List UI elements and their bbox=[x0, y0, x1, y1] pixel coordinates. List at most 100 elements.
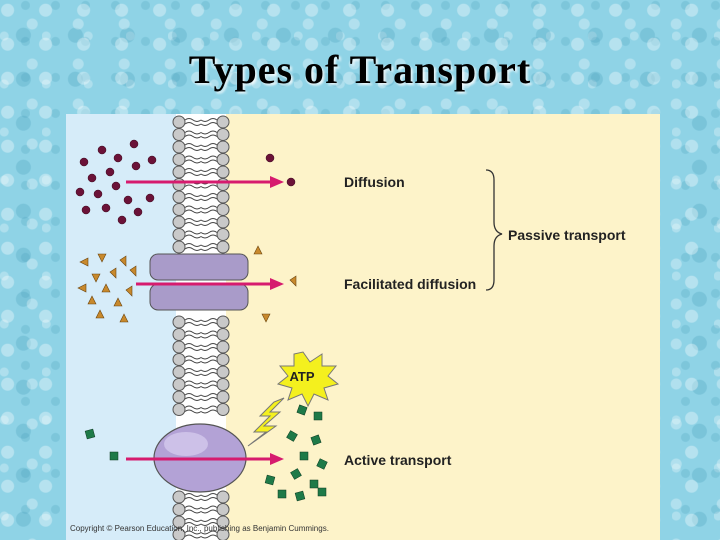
phospholipid-tail bbox=[200, 193, 218, 197]
phospholipid-head bbox=[216, 115, 230, 129]
phospholipid-head bbox=[216, 215, 230, 229]
phospholipid-head bbox=[172, 140, 186, 154]
phospholipid-tail bbox=[200, 184, 218, 189]
phospholipid-tail bbox=[200, 355, 218, 360]
phospholipid-head bbox=[172, 315, 186, 329]
phospholipid-head bbox=[216, 190, 230, 204]
phospholipid-tail bbox=[184, 134, 202, 139]
phospholipid-head bbox=[216, 128, 230, 141]
phospholipid-tail bbox=[200, 122, 218, 126]
phospholipid-tail bbox=[184, 143, 202, 147]
phospholipid-tail bbox=[184, 493, 202, 497]
phospholipid-tail bbox=[200, 368, 218, 372]
phospholipid-tail bbox=[184, 397, 202, 401]
phospholipid-tail bbox=[200, 509, 218, 514]
atp-label: ATP bbox=[289, 369, 314, 384]
phospholipid-tail bbox=[200, 409, 218, 414]
phospholipid-head bbox=[216, 390, 230, 404]
phospholipid-tail bbox=[184, 355, 202, 360]
phospholipid-tail bbox=[184, 393, 202, 397]
phospholipid-tail bbox=[184, 122, 202, 126]
phospholipid-head bbox=[172, 203, 186, 216]
phospholipid-tail bbox=[184, 372, 202, 376]
phospholipid-tail bbox=[184, 234, 202, 239]
phospholipid-head bbox=[172, 403, 186, 416]
channel-protein bbox=[149, 253, 249, 311]
phospholipid-tail bbox=[184, 168, 202, 172]
phospholipid-tail bbox=[200, 530, 218, 535]
phospholipid-tail bbox=[200, 334, 218, 339]
phospholipid-tail bbox=[200, 359, 218, 364]
passive-transport-label: Passive transport bbox=[508, 227, 626, 243]
phospholipid-head bbox=[216, 165, 230, 179]
phospholipid-tail bbox=[184, 534, 202, 539]
phospholipid-head bbox=[172, 340, 186, 354]
phospholipid-tail bbox=[200, 322, 218, 326]
phospholipid-head bbox=[216, 178, 230, 191]
transport-diagram: ATP Diffusion Facilitated diffusion Pass… bbox=[66, 114, 660, 540]
phospholipid-tail bbox=[200, 143, 218, 147]
phospholipid-tail bbox=[184, 155, 202, 160]
phospholipid-tail bbox=[184, 368, 202, 372]
phospholipid-tail bbox=[200, 230, 218, 235]
phospholipid-head bbox=[172, 378, 186, 391]
diffusing-molecules bbox=[75, 139, 296, 225]
phospholipid-tail bbox=[200, 505, 218, 510]
phospholipid-head bbox=[216, 403, 230, 416]
phospholipid-tail bbox=[184, 380, 202, 385]
phospholipid-head bbox=[216, 503, 230, 516]
phospholipid-tail bbox=[184, 409, 202, 414]
phospholipid-tail bbox=[200, 493, 218, 497]
phospholipid-tail bbox=[200, 397, 218, 401]
phospholipid-tail bbox=[200, 147, 218, 151]
phospholipid-tail bbox=[184, 330, 202, 335]
phospholipid-tail bbox=[200, 247, 218, 251]
phospholipid-tail bbox=[200, 534, 218, 539]
phospholipid-tail bbox=[184, 130, 202, 135]
phospholipid-tail bbox=[184, 247, 202, 251]
phospholipid-tail bbox=[200, 234, 218, 239]
phospholipid-tail bbox=[200, 159, 218, 164]
phospholipid-head bbox=[172, 190, 186, 204]
phospholipid-tail bbox=[200, 118, 218, 122]
diagram-graphic: ATP bbox=[66, 114, 503, 540]
phospholipid-head bbox=[216, 328, 230, 341]
phospholipid-head bbox=[172, 228, 186, 241]
phospholipid-head bbox=[172, 240, 186, 254]
phospholipid-tail bbox=[200, 318, 218, 322]
phospholipid-head bbox=[216, 203, 230, 216]
phospholipid-tail bbox=[184, 343, 202, 347]
phospholipid-tail bbox=[200, 518, 218, 522]
phospholipid-head bbox=[216, 340, 230, 354]
phospholipid-tail bbox=[200, 134, 218, 139]
phospholipid-head bbox=[172, 215, 186, 229]
phospholipid-head bbox=[172, 328, 186, 341]
phospholipid-tail bbox=[184, 205, 202, 210]
phospholipid-tail bbox=[184, 347, 202, 351]
phospholipid-head bbox=[172, 165, 186, 179]
phospholipid-tail bbox=[184, 147, 202, 151]
phospholipid-tail bbox=[200, 384, 218, 389]
phospholipid-tail bbox=[200, 209, 218, 214]
phospholipid-head bbox=[172, 128, 186, 141]
phospholipid-tail bbox=[184, 118, 202, 122]
facilitated-molecules bbox=[77, 245, 297, 323]
phospholipid-tail bbox=[184, 518, 202, 522]
phospholipid-tail bbox=[184, 359, 202, 364]
phospholipid-head bbox=[172, 353, 186, 366]
phospholipid-tail bbox=[200, 393, 218, 397]
phospholipid-tail bbox=[200, 380, 218, 385]
active-transport-arrow bbox=[126, 453, 284, 465]
phospholipid-tail bbox=[184, 230, 202, 235]
phospholipid-head bbox=[216, 353, 230, 366]
copyright-notice: Copyright © Pearson Education, Inc., pub… bbox=[70, 524, 329, 533]
phospholipid-tail bbox=[200, 155, 218, 160]
atp-energy: ATP bbox=[247, 351, 340, 447]
phospholipid-head bbox=[216, 378, 230, 391]
phospholipid-head bbox=[172, 178, 186, 191]
phospholipid-tail bbox=[184, 209, 202, 214]
phospholipid-head bbox=[172, 528, 186, 540]
phospholipid-tail bbox=[184, 384, 202, 389]
phospholipid-tail bbox=[200, 172, 218, 176]
phospholipid-tail bbox=[184, 159, 202, 164]
